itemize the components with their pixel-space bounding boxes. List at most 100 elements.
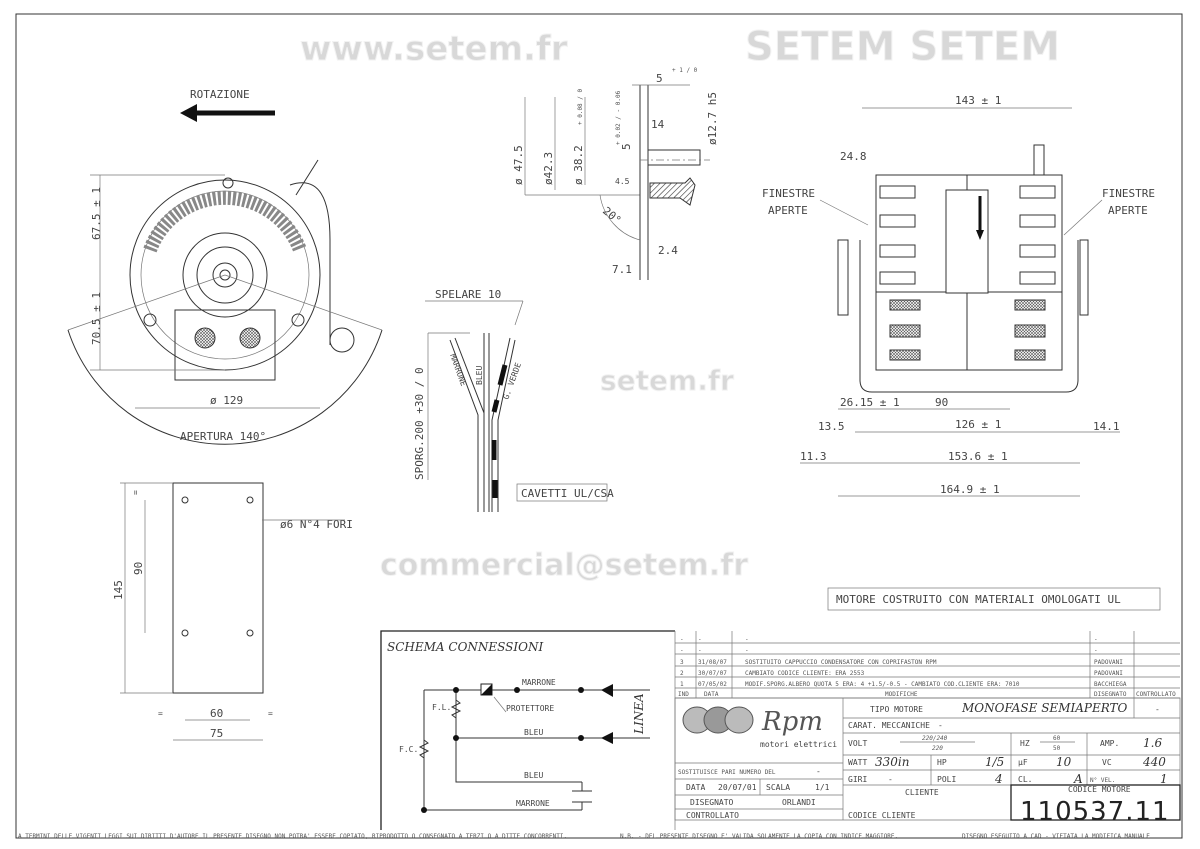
vc-value: 440 [1142, 755, 1166, 769]
scala-value: 1/1 [815, 783, 830, 792]
rev-header-controllato: CONTROLLATO [1136, 691, 1176, 698]
volt-label: VOLT [848, 739, 867, 748]
dim-126: 126 ± 1 [955, 418, 1001, 431]
rev-description: - [745, 647, 749, 654]
dim-5-tol: + 0.02 / - 0.06 [615, 90, 622, 145]
disegnato-value: ORLANDI [782, 798, 816, 807]
giri-value: - [888, 775, 893, 784]
dim-5-top-tol: + 1 / 0 [672, 67, 698, 74]
cables-detail: SPELARE 10 MARRONE BLEU G. VERDE SPORG.2… [413, 288, 614, 512]
codice-motore-label: CODICE MOTORE [1068, 785, 1131, 794]
poli-value: 4 [994, 772, 1003, 786]
schema-marrone-top: MARRONE [522, 678, 556, 687]
hz-label: HZ [1020, 739, 1030, 748]
rev-drawn-by: PADOVANI [1094, 670, 1123, 677]
carat-value: - [938, 721, 943, 730]
rev-header-disegnato: DISEGNATO [1094, 691, 1127, 698]
logo-subtitle: motori elettrici [760, 740, 837, 749]
poli-label: POLI [937, 775, 956, 784]
footer: A TERMINI DELLE VIGENTI LEGGI SUI DIRITT… [18, 833, 1150, 840]
cable-note: CAVETTI UL/CSA [521, 487, 614, 500]
hp-label: HP [937, 758, 947, 767]
watt-label: WATT [848, 758, 867, 767]
windows-right-line1: FINESTRE [1102, 187, 1155, 200]
equal-mark: = [268, 709, 273, 718]
watermark-email: commercial@setem.fr [380, 548, 748, 583]
windows-right-line2: APERTE [1108, 204, 1148, 217]
ul-note: MOTORE COSTRUITO CON MATERIALI OMOLOGATI… [836, 593, 1121, 606]
revision-row: 2 30/07/07 CAMBIATO CODICE CLIENTE: ERA 25… [680, 670, 1123, 677]
resistor-icon [450, 699, 462, 719]
dim-164-9: 164.9 ± 1 [940, 483, 1000, 496]
rev-drawn-by: - [1094, 636, 1098, 643]
watt-value: 330in [875, 755, 909, 769]
nvel-label: N° VEL. [1090, 777, 1115, 784]
vc-label: VC [1102, 758, 1112, 767]
rev-header-data: DATA [704, 691, 719, 698]
footer-cad: DISEGNO ESEGUITO A CAD - VIETATA LA MODI… [962, 833, 1150, 840]
nvel-value: 1 [1160, 772, 1168, 786]
rev-description: CAMBIATO CODICE CLIENTE: ERA 2553 [745, 670, 865, 677]
rev-ind: 2 [680, 670, 684, 677]
rev-drawn-by: BACCHIEGA [1094, 681, 1127, 688]
front-view: ROTAZIONE 67.5 ± 1 70.5 ± 1 ø 129 APERTU… [67, 88, 383, 445]
holes-label: ø6 N°4 FORI [280, 518, 353, 531]
tipo-motore-value: MONOFASE SEMIAPERTO [961, 701, 1128, 715]
watermark-url-small: setem.fr [600, 364, 734, 397]
dim-60: 60 [210, 707, 223, 720]
dim-5-top: 5 [656, 72, 663, 85]
dim-2-4: 2.4 [658, 244, 678, 257]
dim-67-5: 67.5 ± 1 [90, 187, 103, 240]
title-block: Rpm motori elettrici TIPO MOTORE MONOFAS… [674, 697, 1181, 827]
watermark-url: www.setem.fr [300, 29, 568, 69]
revision-row: ---- [680, 647, 1098, 654]
schema-linea: LINEA [632, 693, 646, 735]
schema-fc: F.C. [399, 745, 418, 754]
codice-motore-value: 110537.11 [1020, 797, 1170, 827]
side-view: 143 ± 1 24.8 FINESTRE APERTE FINESTRE AP… [762, 94, 1161, 611]
dim-11-3: 11.3 [800, 450, 827, 463]
rev-drawn-by: PADOVANI [1094, 659, 1123, 666]
dim-143: 143 ± 1 [955, 94, 1001, 107]
resistor-icon [418, 739, 430, 759]
rev-header-ind: IND [678, 691, 689, 698]
wire-brown-label: MARRONE [448, 353, 468, 388]
rev-description: MODIF.SPORG.ALBERO QUOTA 5 ERA: 4 +1.5/-… [745, 681, 1020, 688]
aperture-label: APERTURA 140° [180, 430, 266, 443]
schema-fl: F.L. [432, 703, 451, 712]
cl-value: A [1073, 772, 1083, 786]
dim-90-bracket: 90 [132, 562, 145, 575]
footer-copyright: A TERMINI DELLE VIGENTI LEGGI SUI DIRITT… [18, 833, 567, 840]
schema-title: SCHEMA CONNESSIONI [387, 640, 543, 654]
scala-label: SCALA [766, 783, 790, 792]
dim-75: 75 [210, 727, 223, 740]
dim-14-1: 14.1 [1093, 420, 1120, 433]
amp-label: AMP. [1100, 739, 1119, 748]
dim-d42-3: ø42.3 [542, 152, 555, 185]
rev-drawn-by: - [1094, 647, 1098, 654]
shaft-detail: ø 47.5 ø42.3 ø 38.2 + 0.08 / 0 5 + 0.02 … [512, 67, 719, 280]
dim-5: 5 [620, 143, 633, 150]
rev-description: - [745, 636, 749, 643]
equal-mark: = [131, 490, 140, 495]
volt-bottom: 220 [932, 745, 943, 752]
rotation-arrowhead-icon [180, 104, 197, 122]
dim-145: 145 [112, 580, 125, 600]
watermark-brand: SETEM SETEM [745, 24, 1060, 70]
schema-bleu-mid: BLEU [524, 728, 543, 737]
rev-date: 30/07/07 [698, 670, 727, 677]
schema-protettore: PROTETTORE [506, 704, 554, 713]
dim-4-5: 4.5 [615, 177, 630, 186]
hz-bottom: 50 [1053, 745, 1061, 752]
equal-mark: = [158, 709, 163, 718]
carat-label: CARAT. MECCANICHE [848, 721, 930, 730]
schema-bleu-low: BLEU [524, 771, 543, 780]
giri-label: GIRI [848, 775, 867, 784]
volt-top: 220/240 [922, 735, 948, 742]
dim-d47-5: ø 47.5 [512, 145, 525, 185]
rev-date: - [698, 636, 702, 643]
sostituisce-value: - [816, 767, 821, 776]
rpm-logo: Rpm motori elettrici [682, 706, 837, 749]
